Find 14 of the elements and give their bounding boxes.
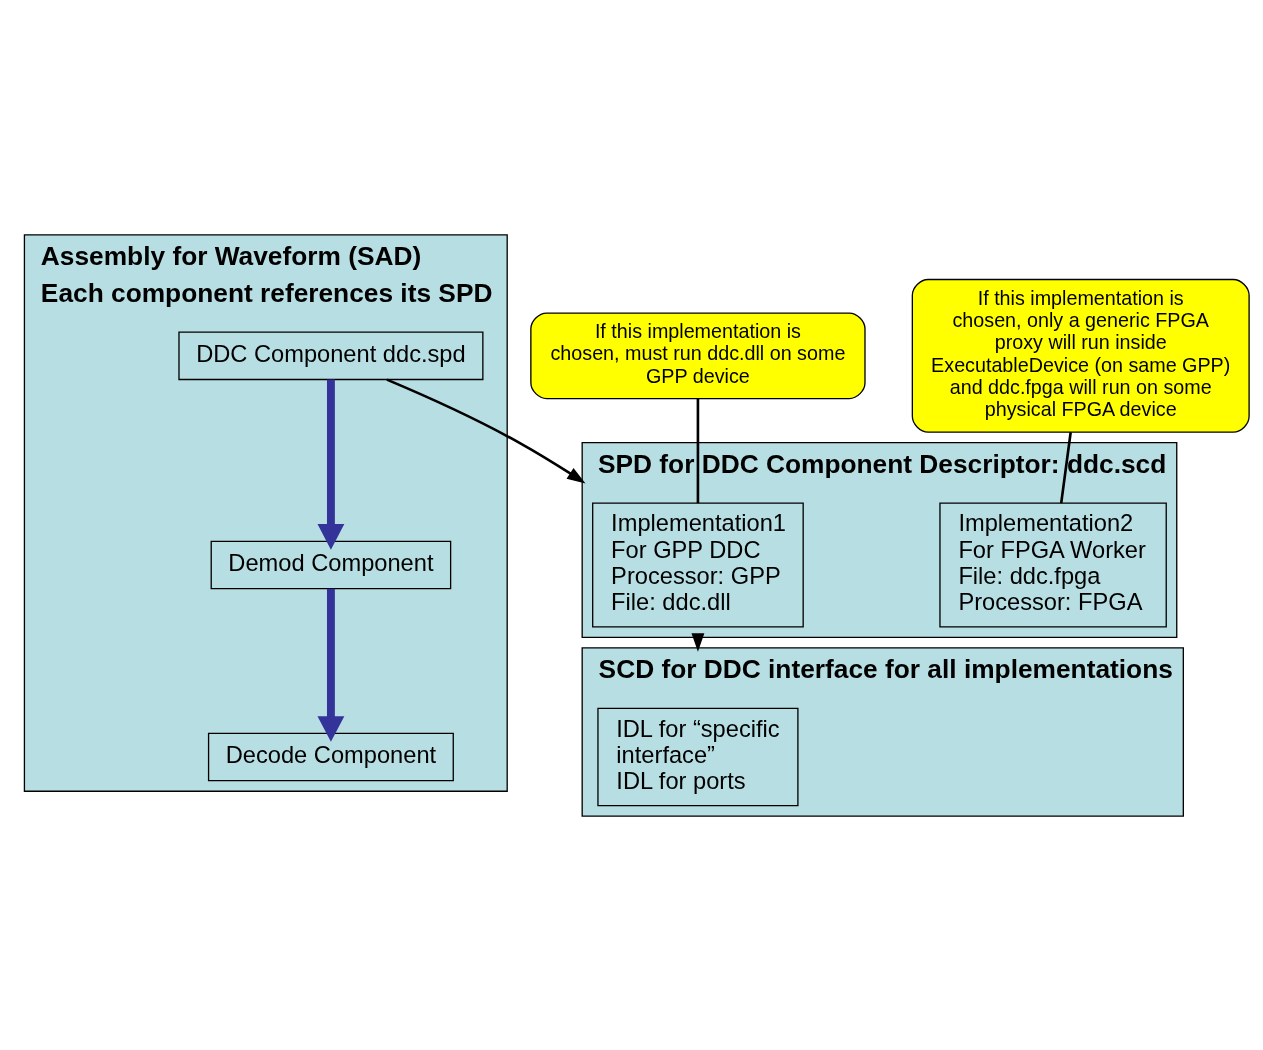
- node-box: Demod Component: [210, 540, 452, 589]
- node-box: Implementation1 For GPP DDC Processor: GPP File: ddc.dll: [592, 501, 804, 627]
- arrow: [317, 379, 345, 550]
- node-box: IDL for “specific interface” IDL for ports: [597, 707, 799, 806]
- node-box: Implementation2 For FPGA Worker File: ddc.fpga Processor: FPGA: [939, 501, 1167, 627]
- node-box: If this implementation is chosen, must run ddc.dll on some GPP device: [530, 311, 866, 399]
- connector: [696, 398, 700, 503]
- node-box: Decode Component: [207, 732, 454, 781]
- node-box: If this implementation is chosen, only a generic FPGA proxy will run inside ExecutableDevice (on same GPP) and ddc.fpga will run on some physical FPGA device: [911, 278, 1250, 433]
- connector: [1059, 431, 1072, 503]
- arrow: [386, 377, 586, 483]
- node-box: DDC Component ddc.spd: [178, 330, 484, 380]
- arrow: [691, 632, 705, 652]
- arrow: [317, 588, 345, 742]
